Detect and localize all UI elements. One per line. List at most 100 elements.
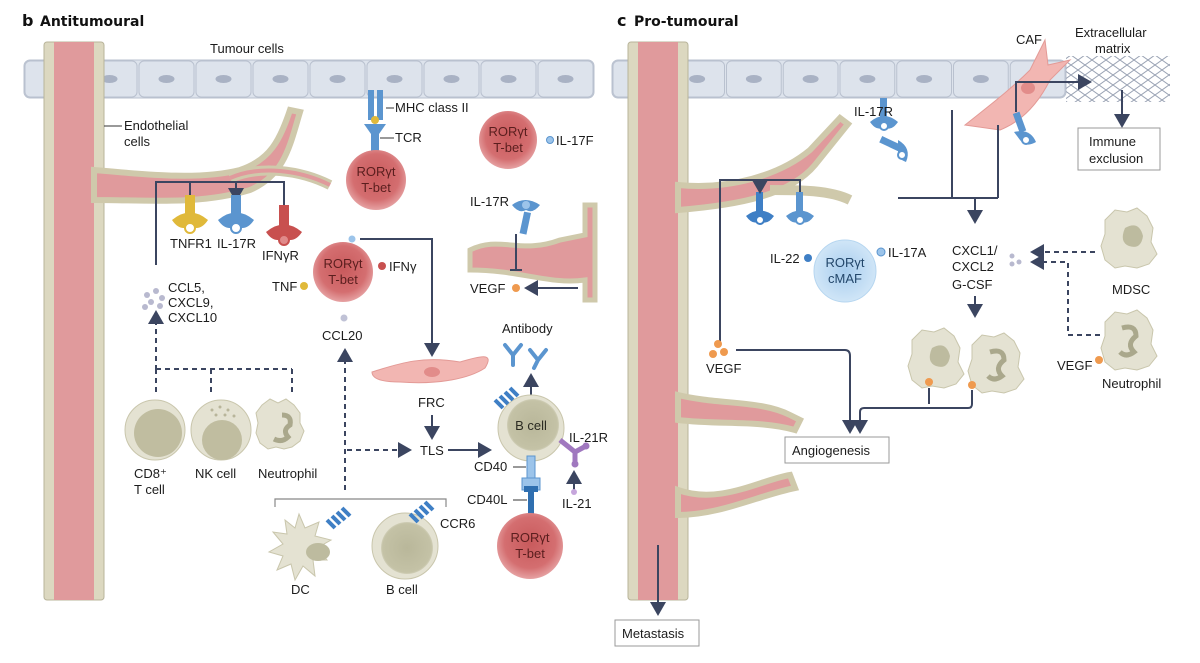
il17r-receptor-tumour [870, 98, 898, 131]
nk-cell [190, 399, 252, 461]
tumour-nucleus [557, 75, 574, 83]
nk-label: NK cell [195, 466, 236, 481]
tnf-label: TNF [272, 279, 297, 294]
angiogenesis-box [784, 436, 890, 464]
tcr-label: TCR [395, 130, 422, 145]
il17a-dot [876, 247, 886, 257]
immune-exclusion-label-2: exclusion [1089, 151, 1143, 166]
blood-vessel [43, 41, 333, 601]
tumour-cells-label: Tumour cells [210, 41, 284, 56]
cmaf-line1: RORγt [826, 255, 865, 270]
vegf-to-angiogenesis-arrow [736, 349, 858, 434]
tumour-cell-layer [23, 59, 595, 99]
extracellular-matrix [1066, 56, 1170, 102]
tnfr1-receptor [172, 195, 208, 234]
vegf-dot-b [512, 284, 520, 292]
immune-exclusion-box [1077, 127, 1161, 171]
mdsc-label: MDSC [1112, 282, 1150, 297]
antibody-icon [503, 343, 548, 370]
tumour-nucleus [972, 75, 989, 83]
tumour-nucleus [689, 75, 706, 83]
tumour-nucleus [272, 75, 289, 83]
tumour-nucleus [329, 75, 346, 83]
tumour-nucleus [500, 75, 517, 83]
il17r-receptor [218, 195, 254, 234]
bcell-bottom-label: B cell [386, 582, 418, 597]
ccr6-label: CCR6 [440, 516, 475, 531]
il17r-top-label: IL-17R [470, 194, 509, 209]
immune-cells-dashed-bracket [155, 368, 293, 395]
tumour-nucleus [802, 75, 819, 83]
recruited-mdsc [907, 327, 965, 389]
th17-cmaf-cell: RORγt cMAF [813, 239, 877, 303]
th17-cell-il17f: RORγt T-bet [479, 111, 537, 169]
chemokines-label-2: CXCL9, [168, 295, 214, 310]
cmaf-line2: cMAF [828, 271, 862, 286]
recruited-neutrophil [967, 332, 1025, 394]
b-cell-tls: B cell [493, 386, 565, 462]
metastasis-label: Metastasis [622, 626, 685, 641]
tumour-nucleus [215, 75, 232, 83]
mdsc-cell [1100, 207, 1158, 269]
tumour-nucleus [916, 75, 933, 83]
ifngr-label: IFNγR [262, 248, 299, 263]
ifng-label: IFNγ [389, 259, 417, 274]
frc-cell [371, 356, 489, 384]
cxcl-dots [1009, 253, 1022, 267]
vegf-dot-myeloid-2 [968, 381, 976, 389]
vegf-dot-right [1095, 356, 1103, 364]
il17f-dot [546, 136, 554, 144]
vegf-left-label: VEGF [706, 361, 741, 376]
caf-label: CAF [1016, 32, 1042, 47]
tumour-nucleus [386, 75, 403, 83]
il21-label: IL-21 [562, 496, 592, 511]
tumour-nucleus [101, 75, 118, 83]
inhibition-line [510, 234, 522, 271]
small-vessel [467, 202, 598, 303]
ecm-label-1: Extracellular [1075, 25, 1147, 40]
dc-bcell-bracket [274, 498, 447, 507]
th17-mid-line1: RORγt [324, 256, 363, 271]
tumour-nucleus [443, 75, 460, 83]
tls-label: TLS [420, 443, 444, 458]
th17-cell-top: RORγt T-bet [346, 150, 406, 210]
tnf-dot [300, 282, 308, 290]
tumour-nucleus [745, 75, 762, 83]
il17-to-frc-arrow [360, 238, 440, 357]
th17-cell-middle: RORγt T-bet [313, 242, 373, 302]
neutrophil-label-b: Neutrophil [258, 466, 317, 481]
signals-to-cxcl-arrow [898, 110, 999, 222]
ifng-dot [378, 262, 386, 270]
neutrophil-b [255, 398, 305, 450]
gcsf-label: G-CSF [952, 277, 993, 292]
tnfr1-label: TNFR1 [170, 236, 212, 251]
th17-mid-line2: T-bet [328, 272, 358, 287]
neutrophil-to-cxcl-dashed [1030, 254, 1100, 336]
il17r-receptor-vessel-c [879, 136, 908, 162]
panel-b: b Antitumoural Tumour cells Endothelial … [22, 11, 608, 601]
il17f-label: IL-17F [556, 133, 594, 148]
il17-dot-mid [348, 235, 356, 243]
frc-label: FRC [418, 395, 445, 410]
vegf-right-label: VEGF [1057, 358, 1092, 373]
il17r-label: IL-17R [217, 236, 256, 251]
immune-exclusion-label-1: Immune [1089, 134, 1136, 149]
antibody-label: Antibody [502, 321, 553, 336]
il22-dot [804, 254, 812, 262]
th17-cell-bottom: RORγt T-bet [497, 513, 563, 579]
il22-label: IL-22 [770, 251, 800, 266]
panel-b-title: Antitumoural [40, 14, 144, 30]
caf-to-ecm-arrow [1015, 74, 1092, 112]
il21-dot [571, 489, 577, 495]
th17-il17f-line1: RORγt [489, 124, 528, 139]
cd8-label-2: T cell [134, 482, 165, 497]
chemokines-label-1: CCL5, [168, 280, 205, 295]
il21r-receptor [558, 438, 590, 468]
ecm-label-2: matrix [1095, 41, 1131, 56]
cd40-cd40l-complex [521, 455, 541, 514]
cd8-t-cell [124, 399, 186, 461]
vegf-label-b: VEGF [470, 281, 505, 296]
metastasis-box [614, 619, 700, 647]
ifngr-receptor [266, 205, 302, 246]
vessel-receptors-c [746, 192, 814, 225]
